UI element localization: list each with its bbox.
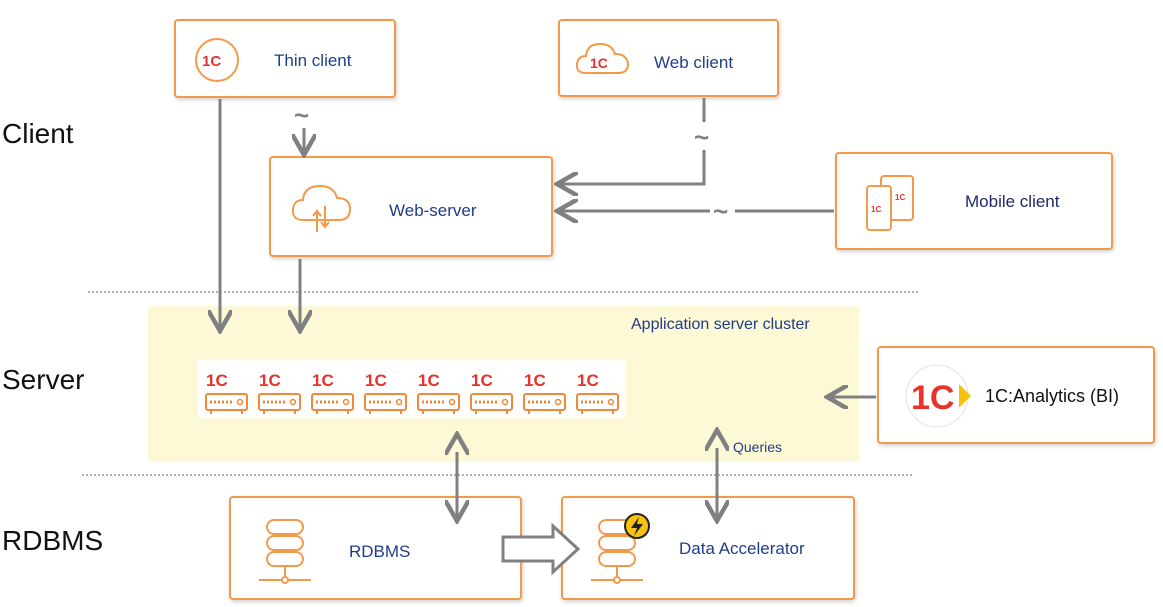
mobile-client-label: Mobile client — [965, 192, 1060, 211]
server-nodes: 1C 1C 1C 1C 1C 1C 1C 1C — [198, 360, 626, 418]
server-node: 1C — [361, 360, 411, 418]
logo-1c-text: 1C — [418, 371, 440, 390]
tier-divider-server-rdbms — [82, 474, 912, 476]
rdbms-box: RDBMS — [229, 496, 522, 600]
1c-logo-icon: 1C — [195, 38, 239, 82]
logo-1c-text: 1C — [911, 379, 954, 417]
server-node: 1C — [414, 360, 464, 418]
server-node: 1C — [308, 360, 358, 418]
thin-client-box: 1C Thin client — [174, 19, 396, 98]
server-node: 1C — [520, 360, 570, 418]
logo-1c-text: 1C — [259, 371, 281, 390]
server-node: 1C — [467, 360, 517, 418]
arrow-web-client-to-web-server — [560, 150, 706, 184]
block-arrow-rdbms-to-accelerator — [501, 522, 581, 576]
mobile-devices-icon: 1C 1C — [866, 175, 914, 231]
queries-label: Queries — [733, 439, 783, 455]
analytics-box: 1C 1C:Analytics (BI) — [877, 346, 1155, 444]
accelerated-database-icon — [591, 513, 650, 584]
web-server-label: Web-server — [389, 201, 477, 220]
logo-1c-text: 1C — [895, 193, 905, 202]
tier-divider-client-server — [88, 291, 918, 293]
tier-label-server: Server — [2, 364, 85, 395]
thin-client-label: Thin client — [274, 51, 352, 70]
tier-label-rdbms: RDBMS — [2, 525, 104, 556]
web-client-box: 1C Web client — [558, 19, 779, 97]
cloud-sync-icon — [291, 184, 352, 232]
mobile-client-box: 1C 1C Mobile client — [835, 152, 1113, 250]
logo-1c-text: 1C — [524, 371, 546, 390]
server-node: 1C — [255, 360, 305, 418]
tilde-thin-client: ~ — [294, 100, 309, 130]
server-node: 1C — [202, 360, 252, 418]
analytics-label: 1C:Analytics (BI) — [985, 386, 1120, 406]
logo-1c-text: 1C — [590, 55, 608, 71]
logo-1c-text: 1C — [871, 205, 881, 214]
tilde-mobile-client: ~ — [713, 196, 728, 226]
logo-1c-text: 1C — [365, 371, 387, 390]
logo-1c-text: 1C — [206, 371, 228, 390]
logo-1c-text: 1C — [202, 53, 221, 70]
rdbms-label: RDBMS — [349, 542, 411, 561]
app-server-cluster-label: Application server cluster — [631, 316, 810, 333]
logo-1c-text: 1C — [471, 371, 493, 390]
data-accelerator-label: Data Accelerator — [679, 539, 805, 558]
server-node: 1C — [573, 360, 623, 418]
tilde-web-client: ~ — [694, 122, 709, 152]
web-client-label: Web client — [654, 53, 734, 72]
logo-1c-text: 1C — [312, 371, 334, 390]
cloud-1c-icon: 1C — [575, 42, 630, 74]
analytics-logo-icon: 1C — [905, 364, 971, 428]
web-server-box: Web-server — [269, 156, 553, 257]
logo-1c-text: 1C — [577, 371, 599, 390]
database-icon — [259, 519, 311, 584]
tier-label-client: Client — [2, 118, 74, 149]
